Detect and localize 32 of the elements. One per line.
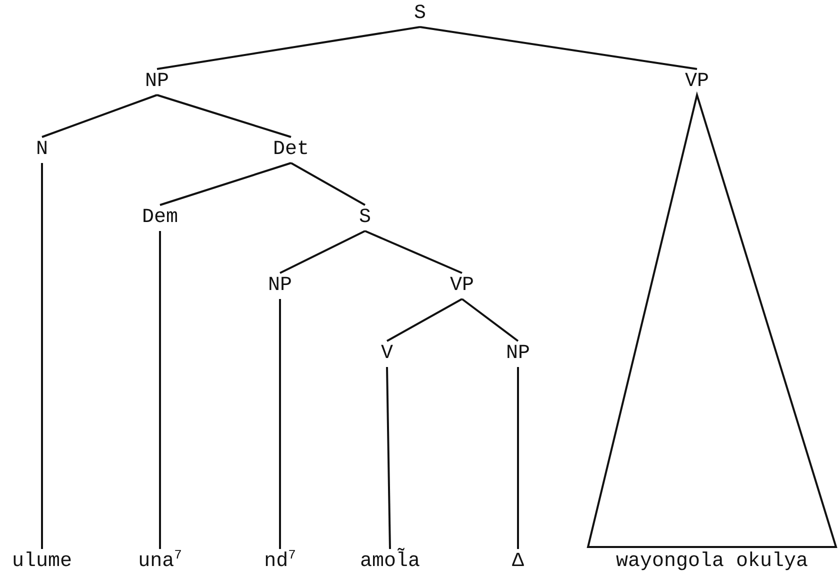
branch-line bbox=[461, 298, 519, 342]
category-label: V bbox=[381, 343, 393, 365]
branch-line bbox=[41, 163, 43, 549]
branch-line bbox=[279, 299, 281, 549]
branch-line bbox=[386, 298, 462, 342]
word-label: Δ bbox=[512, 551, 524, 573]
branch-line bbox=[156, 26, 420, 70]
word-label: wayongola okulya bbox=[616, 551, 808, 573]
branch-line bbox=[159, 231, 161, 549]
category-label: NP bbox=[268, 275, 292, 297]
word-label: nd$^{7}$ bbox=[264, 551, 296, 573]
category-label: Det bbox=[273, 139, 309, 161]
branch-line bbox=[420, 26, 698, 70]
category-label: VP bbox=[685, 71, 709, 93]
branch-line bbox=[42, 94, 158, 138]
branch-line bbox=[364, 230, 462, 274]
branch-line bbox=[290, 162, 366, 206]
category-label: N bbox=[36, 139, 48, 161]
category-label: NP bbox=[145, 71, 169, 93]
category-label: VP bbox=[450, 275, 474, 297]
category-label: NP bbox=[506, 343, 530, 365]
category-label: S bbox=[359, 207, 371, 229]
branch-line bbox=[386, 366, 391, 550]
branch-line bbox=[160, 162, 292, 206]
branch-line bbox=[280, 230, 366, 274]
triangle-branch bbox=[586, 91, 838, 548]
category-label: Dem bbox=[142, 207, 178, 229]
category-label: S bbox=[414, 3, 426, 25]
branch-line bbox=[517, 367, 519, 549]
word-label: ulume bbox=[12, 551, 72, 573]
branch-line bbox=[156, 94, 292, 138]
word-label: una$^{7}$ bbox=[138, 551, 182, 573]
